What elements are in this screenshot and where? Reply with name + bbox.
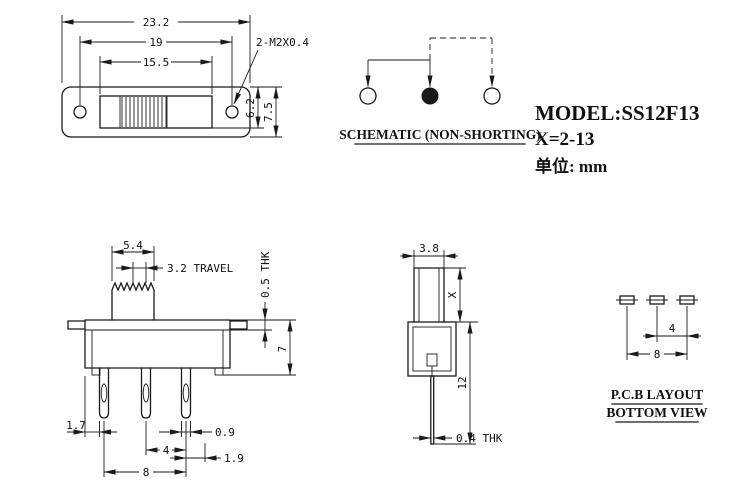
dim-actuator-height-x: X (446, 291, 459, 298)
dim-total-height: 7.5 (262, 102, 275, 122)
pcb-pads (616, 295, 698, 305)
schematic-drawing: SCHEMATIC (NON-SHORTING) (339, 37, 541, 145)
dim-travel: 3.2 TRAVEL (167, 262, 234, 275)
slider-slot (99, 95, 213, 129)
position-spec: X=2-13 (535, 129, 594, 150)
pin-slot-middle (142, 383, 150, 403)
dim-slot-length: 15.5 (143, 56, 170, 69)
dim-hole-spacing: 19 (149, 36, 162, 49)
foot-left (91, 367, 101, 376)
front-view-drawing: 5.4 3.2 TRAVEL 0.5 THK 7 1.7 0.9 4 1.9 8 (66, 239, 296, 479)
pcb-layout-drawing: 4 8 P.C.B LAYOUT BOTTOM VIEW (606, 295, 708, 423)
side-view-body-outline (407, 267, 457, 445)
dim-body-height: 7 (276, 346, 289, 353)
terminal-pins (98, 367, 192, 419)
side-pin (430, 375, 435, 445)
units-label: 单位: mm (535, 156, 607, 176)
terminal-left (359, 87, 377, 105)
switch-body (84, 319, 231, 369)
dim-slot-height: 6.2 (244, 98, 257, 118)
dim-overall-width: 23.2 (143, 16, 170, 29)
dim-frame-thickness: 0.5 THK (259, 251, 272, 298)
pcb-title: P.C.B LAYOUT (611, 387, 703, 402)
slider-knob-top (119, 95, 168, 129)
top-view-body-outline (61, 86, 251, 138)
callout-leader (233, 49, 259, 105)
foot-right (214, 367, 224, 376)
dim-pin-edge: 1.9 (224, 452, 244, 465)
knob-hatching (121, 97, 167, 127)
dim-overall-height: 12 (456, 376, 469, 389)
dim-pin-width: 0.9 (215, 426, 235, 439)
mounting-tabs (67, 320, 248, 330)
dim-pin-thickness: 0.4 THK (456, 432, 503, 445)
dim-knob-width: 5.4 (123, 239, 143, 252)
dim-pad-span: 8 (654, 348, 661, 361)
terminal-right (483, 87, 501, 105)
mounting-hole-right (225, 105, 239, 119)
dim-pin-pitch: 4 (163, 444, 170, 457)
dim-pin-offset: 1.7 (66, 419, 86, 432)
front-view-body-outline (67, 281, 248, 419)
top-view-drawing: 23.2 19 15.5 2-M2X0.4 6.2 7.5 (61, 15, 309, 138)
slider-knob (111, 281, 155, 321)
schematic-title: SCHEMATIC (NON-SHORTING) (339, 127, 540, 142)
actuator (413, 267, 445, 323)
terminal-common (421, 87, 439, 105)
pin-slot-right (182, 383, 190, 403)
dim-actuator-width: 3.8 (419, 242, 439, 255)
model-number: MODEL:SS12F13 (535, 101, 700, 125)
side-view-drawing: 3.8 X 12 0.4 THK (400, 242, 503, 445)
dim-pin-span: 8 (143, 466, 150, 479)
dim-pad-pitch: 4 (669, 322, 676, 335)
product-info: MODEL:SS12F13 X=2-13 单位: mm (535, 101, 700, 176)
pcb-subtitle: BOTTOM VIEW (606, 405, 708, 420)
pin-slot-left (100, 383, 108, 403)
top-view-dimensions: 23.2 19 15.5 2-M2X0.4 6.2 7.5 (61, 15, 309, 138)
front-view-dimensions: 5.4 3.2 TRAVEL 0.5 THK 7 1.7 0.9 4 1.9 8 (66, 239, 296, 479)
mounting-hole-left (73, 105, 87, 119)
pcb-dimensions: 4 8 (626, 306, 701, 361)
center-detail (426, 353, 438, 367)
side-view-dimensions: 3.8 X 12 0.4 THK (400, 242, 503, 445)
callout-mounting-holes: 2-M2X0.4 (256, 36, 309, 49)
